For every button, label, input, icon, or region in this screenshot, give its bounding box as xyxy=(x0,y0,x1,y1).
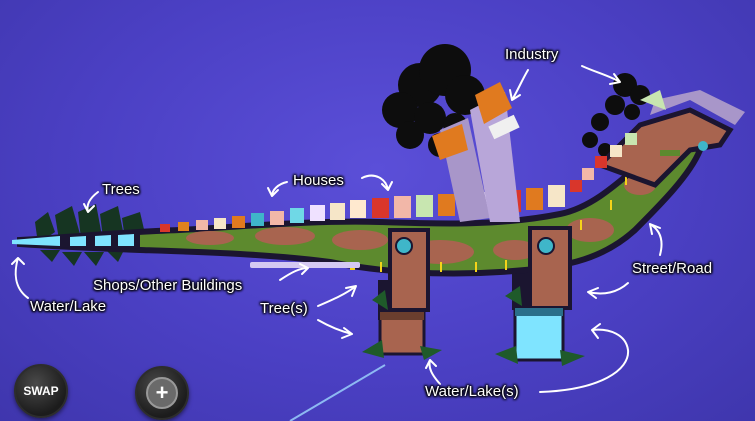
feet-trees xyxy=(362,286,585,366)
dragon-head xyxy=(595,90,745,188)
arrow-trees xyxy=(83,191,99,213)
label-industry: Industry xyxy=(505,46,559,63)
industry-chimneys xyxy=(432,82,520,222)
label-shops-other-buildings: Shops/Other Buildings xyxy=(93,277,243,294)
tail-water xyxy=(12,231,140,249)
neck-house-spikes xyxy=(570,133,637,192)
add-button[interactable]: + xyxy=(135,366,189,420)
arrow-waters xyxy=(539,323,630,393)
arrow-houses-left xyxy=(267,181,288,197)
label-trees-legs: Tree(s) xyxy=(260,300,308,317)
arrow-street-down xyxy=(587,282,629,299)
label-houses: Houses xyxy=(293,172,344,189)
arrow-street-up xyxy=(649,223,663,256)
light-beam xyxy=(289,364,386,421)
arrow-water-lake xyxy=(11,257,29,299)
arrow-houses-right xyxy=(361,174,393,191)
industry-smoke xyxy=(382,44,650,157)
arrow-shops xyxy=(279,263,309,281)
arrow-industry-right xyxy=(581,65,621,85)
shops-row xyxy=(250,262,360,268)
swap-button-label: SWAP xyxy=(23,384,59,398)
label-water-lake: Water/Lake xyxy=(30,298,107,315)
arrow-trees2-down xyxy=(317,319,353,339)
arrow-industry-left xyxy=(509,69,529,101)
label-street-road: Street/Road xyxy=(632,260,713,277)
dragon-front-legs xyxy=(378,226,572,362)
plus-icon: + xyxy=(146,377,178,409)
arrow-trees2-up xyxy=(317,285,357,307)
annotation-arrows xyxy=(11,65,663,393)
label-trees: Trees xyxy=(102,181,140,198)
arrow-waters-left xyxy=(425,359,441,385)
swap-button[interactable]: SWAP xyxy=(14,364,68,418)
label-water-lakes: Water/Lake(s) xyxy=(425,383,519,400)
